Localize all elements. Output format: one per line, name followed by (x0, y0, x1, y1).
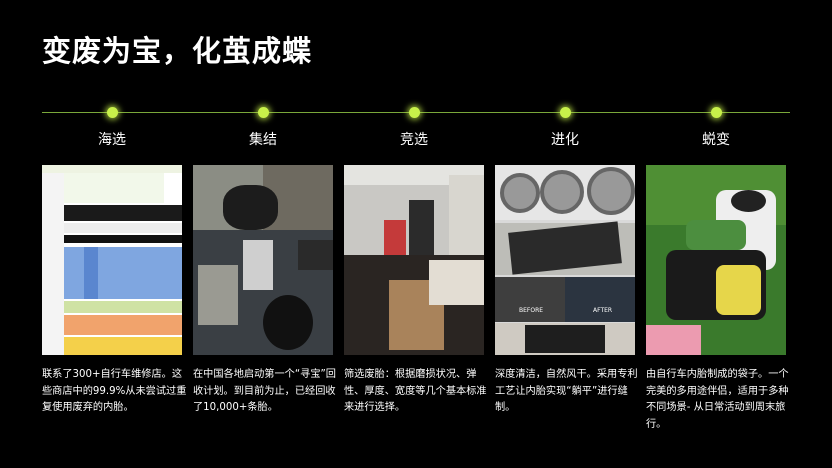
timeline-dot-5 (711, 107, 722, 118)
stage-label-5: 蜕变 (702, 132, 730, 148)
stage-label-1: 海选 (98, 132, 126, 148)
stage-desc-4: 深度清洁，自然风干。采用专利工艺让内胎实现“躺平”进行缝制。 (495, 369, 638, 413)
stage-desc-2: 在中国各地启动第一个“寻宝”回收计划。到目前为止，已经回收了10,000+条胎。 (193, 369, 336, 413)
timeline-dot-3 (409, 107, 420, 118)
stage-label-2: 集结 (249, 132, 277, 148)
stage-desc-1: 联系了300+自行车维修店。这些商店中的99.9%从未尝试过重复使用废弃的内胎。 (42, 369, 187, 413)
page-title: 变废为宝，化茧成蝶 (42, 34, 313, 68)
panel-spreadsheet-image (42, 165, 182, 355)
timeline-dot-1 (107, 107, 118, 118)
timeline-dot-4 (560, 107, 571, 118)
panel-sorting-photo (344, 165, 484, 355)
stage-desc-3: 筛选废胎：根据磨损状况、弹性、厚度、宽度等几个基本标准来进行选择。 (344, 369, 487, 413)
stage-desc-5: 由自行车内胎制成的袋子。一个完美的多用途伴侣，适用于多种不同场景- 从日常活动到… (646, 369, 789, 430)
timeline-dot-2 (258, 107, 269, 118)
before-label: BEFORE (519, 307, 544, 314)
after-label: AFTER (593, 307, 613, 314)
spreadsheet (42, 165, 182, 355)
panel-collection-photo (193, 165, 333, 355)
stage-label-4: 进化 (551, 132, 579, 148)
stage-label-3: 竞选 (400, 132, 428, 148)
panel-product-photo (646, 165, 786, 355)
panel-process-photo: BEFORE AFTER (495, 165, 635, 355)
